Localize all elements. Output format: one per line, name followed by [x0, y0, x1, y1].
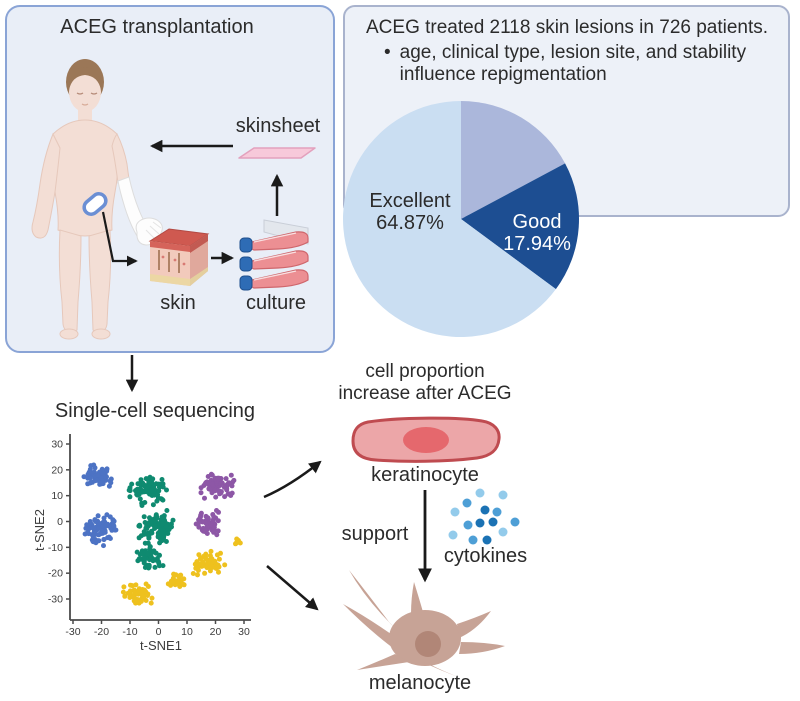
- results-bullet-line2: influence repigmentation: [399, 63, 607, 85]
- pie-label-good: Good: [513, 211, 562, 233]
- cluster-blue: [81, 462, 119, 549]
- tsne-y-tick: -10: [48, 542, 63, 554]
- cluster-yellow: [120, 536, 243, 606]
- keratinocyte-label: keratinocyte: [371, 464, 479, 486]
- bullet-icon: •: [384, 42, 391, 63]
- human-figure: [31, 59, 163, 340]
- tsne-x-tick: 20: [210, 626, 222, 638]
- transplantation-panel-title: ACEG transplantation: [60, 16, 254, 38]
- vitiligo-patch: [82, 192, 108, 216]
- culture-label: culture: [245, 292, 307, 314]
- skinsheet-label: skinsheet: [235, 115, 321, 137]
- cluster-teal: [126, 474, 176, 571]
- melanocyte-illustration: [343, 570, 505, 678]
- cytokines-label: cytokines: [443, 545, 528, 567]
- cytokines-dots: [448, 488, 520, 545]
- results-bullet: • age, clinical type, lesion site, and s…: [384, 42, 746, 85]
- tsne-xlabel: t-SNE1: [140, 638, 182, 653]
- skin-label: skin: [160, 292, 196, 314]
- tsne-y-tick: -30: [48, 594, 63, 606]
- pie-slice-good: [461, 163, 580, 290]
- pie-slice-other: [461, 101, 566, 219]
- results-bullet-line1: age, clinical type, lesion site, and sta…: [399, 42, 747, 63]
- support-label: support: [341, 523, 409, 545]
- skinsheet-illustration: [238, 147, 316, 159]
- tsne-x-tick: 0: [156, 626, 162, 638]
- proportion-title: cell proportion increase after ACEG: [310, 361, 540, 405]
- tsne-x-tick: -30: [65, 626, 80, 638]
- culture-flasks-illustration: [239, 219, 309, 291]
- results-headline: ACEG treated 2118 skin lesions in 726 pa…: [366, 17, 769, 38]
- keratinocyte-illustration: [351, 416, 501, 463]
- proportion-title-line2: increase after ACEG: [338, 383, 512, 404]
- tsne-x-tick: 30: [238, 626, 250, 638]
- pie-slice-excellent: [342, 101, 556, 337]
- cluster-purple: [193, 471, 237, 538]
- pie-label-excellent: Excellent: [369, 190, 451, 212]
- tsne-plot: -30 -20 -10 0 10 20 30 -30 -20 -10 0 10 20 30 t-SNE1 t-…: [35, 434, 251, 653]
- tsne-y-tick: 30: [51, 439, 63, 451]
- tsne-y-tick: -20: [48, 568, 63, 580]
- single-cell-title: Single-cell sequencing: [54, 400, 256, 422]
- tsne-ylabel: t-SNE2: [35, 509, 47, 551]
- skin-biopsy-illustration: [148, 228, 210, 286]
- tsne-y-tick: 0: [57, 516, 63, 528]
- tsne-x-tick: 10: [181, 626, 193, 638]
- proportion-title-line1: cell proportion: [365, 361, 485, 382]
- melanocyte-label: melanocyte: [368, 672, 472, 694]
- pie-value-excellent: 64.87%: [376, 212, 444, 234]
- tsne-y-tick: 20: [51, 464, 63, 476]
- pie-value-good: 17.94%: [503, 233, 571, 255]
- tsne-x-tick: -20: [94, 626, 109, 638]
- tsne-y-tick: 10: [51, 490, 63, 502]
- tsne-x-tick: -10: [122, 626, 137, 638]
